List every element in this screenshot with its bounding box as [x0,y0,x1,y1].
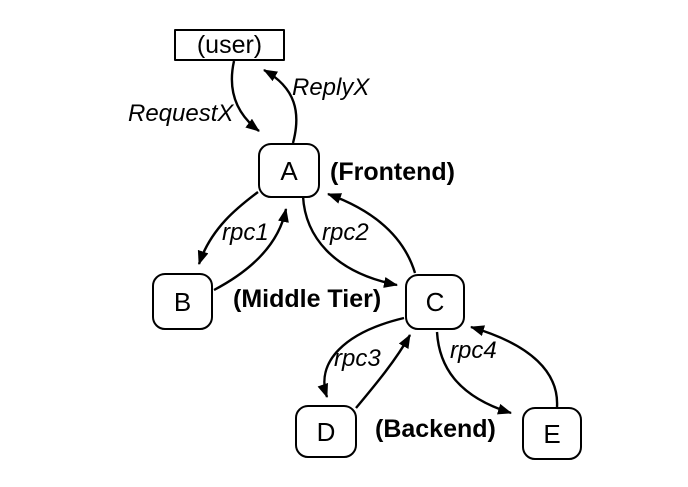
edge-label-rpc1: rpc1 [222,219,269,246]
edge-label-replyx: ReplyX [292,74,370,101]
node-c-label: C [425,287,445,317]
edge-label-rpc2: rpc2 [322,219,369,246]
node-d: D [295,405,357,458]
edge-rpc4-c-to-e [435,331,512,415]
edge-rpc3-c-to-d [317,316,405,398]
annotation-frontend: (Frontend) [330,158,455,186]
node-b-label: B [173,286,192,317]
node-e-label: E [543,418,561,449]
edge-rpc1-b-to-a [213,208,289,292]
node-a: A [258,143,320,198]
edge-rpc1-a-to-b [197,191,259,265]
node-b: B [152,273,213,330]
node-user-label: (user) [196,30,263,59]
edge-rpc2-c-to-a [327,192,417,274]
edge-label-rpc3: rpc3 [334,345,381,372]
annotation-middle-tier: (Middle Tier) [233,285,382,313]
annotation-backend: (Backend) [375,415,496,443]
node-e: E [522,407,582,460]
edge-rpc2-a-to-c [301,195,398,288]
edge-label-requestx: RequestX [128,100,234,127]
edge-rpc3-d-to-c [355,334,412,409]
edge-label-rpc4: rpc4 [450,337,497,364]
node-d-label: D [316,416,336,447]
node-c: C [405,274,465,330]
node-a-label: A [280,155,298,186]
edge-requestx-user-to-a [230,60,260,132]
node-user: (user) [174,29,285,61]
edge-rpc4-e-to-c [470,325,559,408]
edge-replyx-a-to-user [263,68,298,144]
